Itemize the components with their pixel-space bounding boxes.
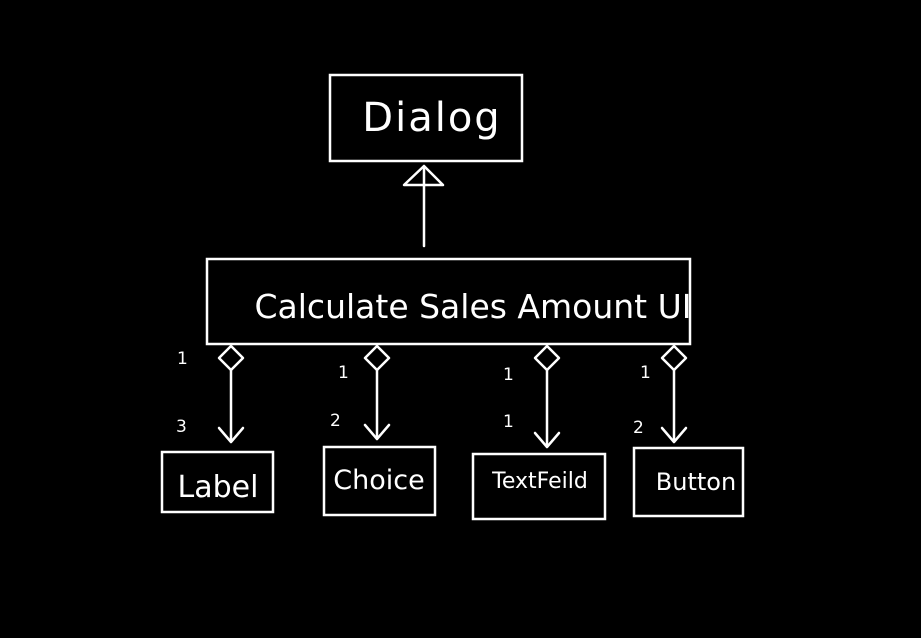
choice-source-multiplicity: 1 xyxy=(338,363,349,383)
label-target-multiplicity: 3 xyxy=(176,417,187,437)
choice-class-label: Choice xyxy=(333,465,424,496)
textfield-target-multiplicity: 1 xyxy=(503,412,514,432)
filled-diamond-icon xyxy=(533,344,561,372)
choice-class-box: Choice xyxy=(322,445,437,517)
main-class-label: Calculate Sales Amount UI xyxy=(255,287,692,326)
label-source-multiplicity: 1 xyxy=(177,349,188,369)
button-class-box: Button xyxy=(632,446,745,518)
composition-button: 1 2 xyxy=(633,344,688,444)
dialog-class-box: Dialog xyxy=(328,73,524,163)
composition-label: 1 3 xyxy=(176,344,245,444)
button-class-label: Button xyxy=(656,468,736,496)
hollow-triangle-arrowhead xyxy=(402,164,445,187)
label-class-label: Label xyxy=(178,470,259,505)
generalization-arrow xyxy=(402,164,445,248)
filled-diamond-icon xyxy=(363,344,391,372)
choice-target-multiplicity: 2 xyxy=(330,411,341,431)
button-source-multiplicity: 1 xyxy=(640,363,651,383)
composition-textfield: 1 1 xyxy=(503,344,561,449)
label-class-box: Label xyxy=(160,450,275,514)
textfield-class-label: TextFeild xyxy=(491,469,588,494)
dialog-class-label: Dialog xyxy=(362,95,501,141)
textfield-class-box: TextFeild xyxy=(471,452,607,521)
main-class-box: Calculate Sales Amount UI xyxy=(205,257,692,346)
composition-choice: 1 2 xyxy=(330,344,391,441)
textfield-source-multiplicity: 1 xyxy=(503,365,514,385)
filled-diamond-icon xyxy=(217,344,245,372)
button-target-multiplicity: 2 xyxy=(633,418,644,438)
filled-diamond-icon xyxy=(660,344,688,372)
